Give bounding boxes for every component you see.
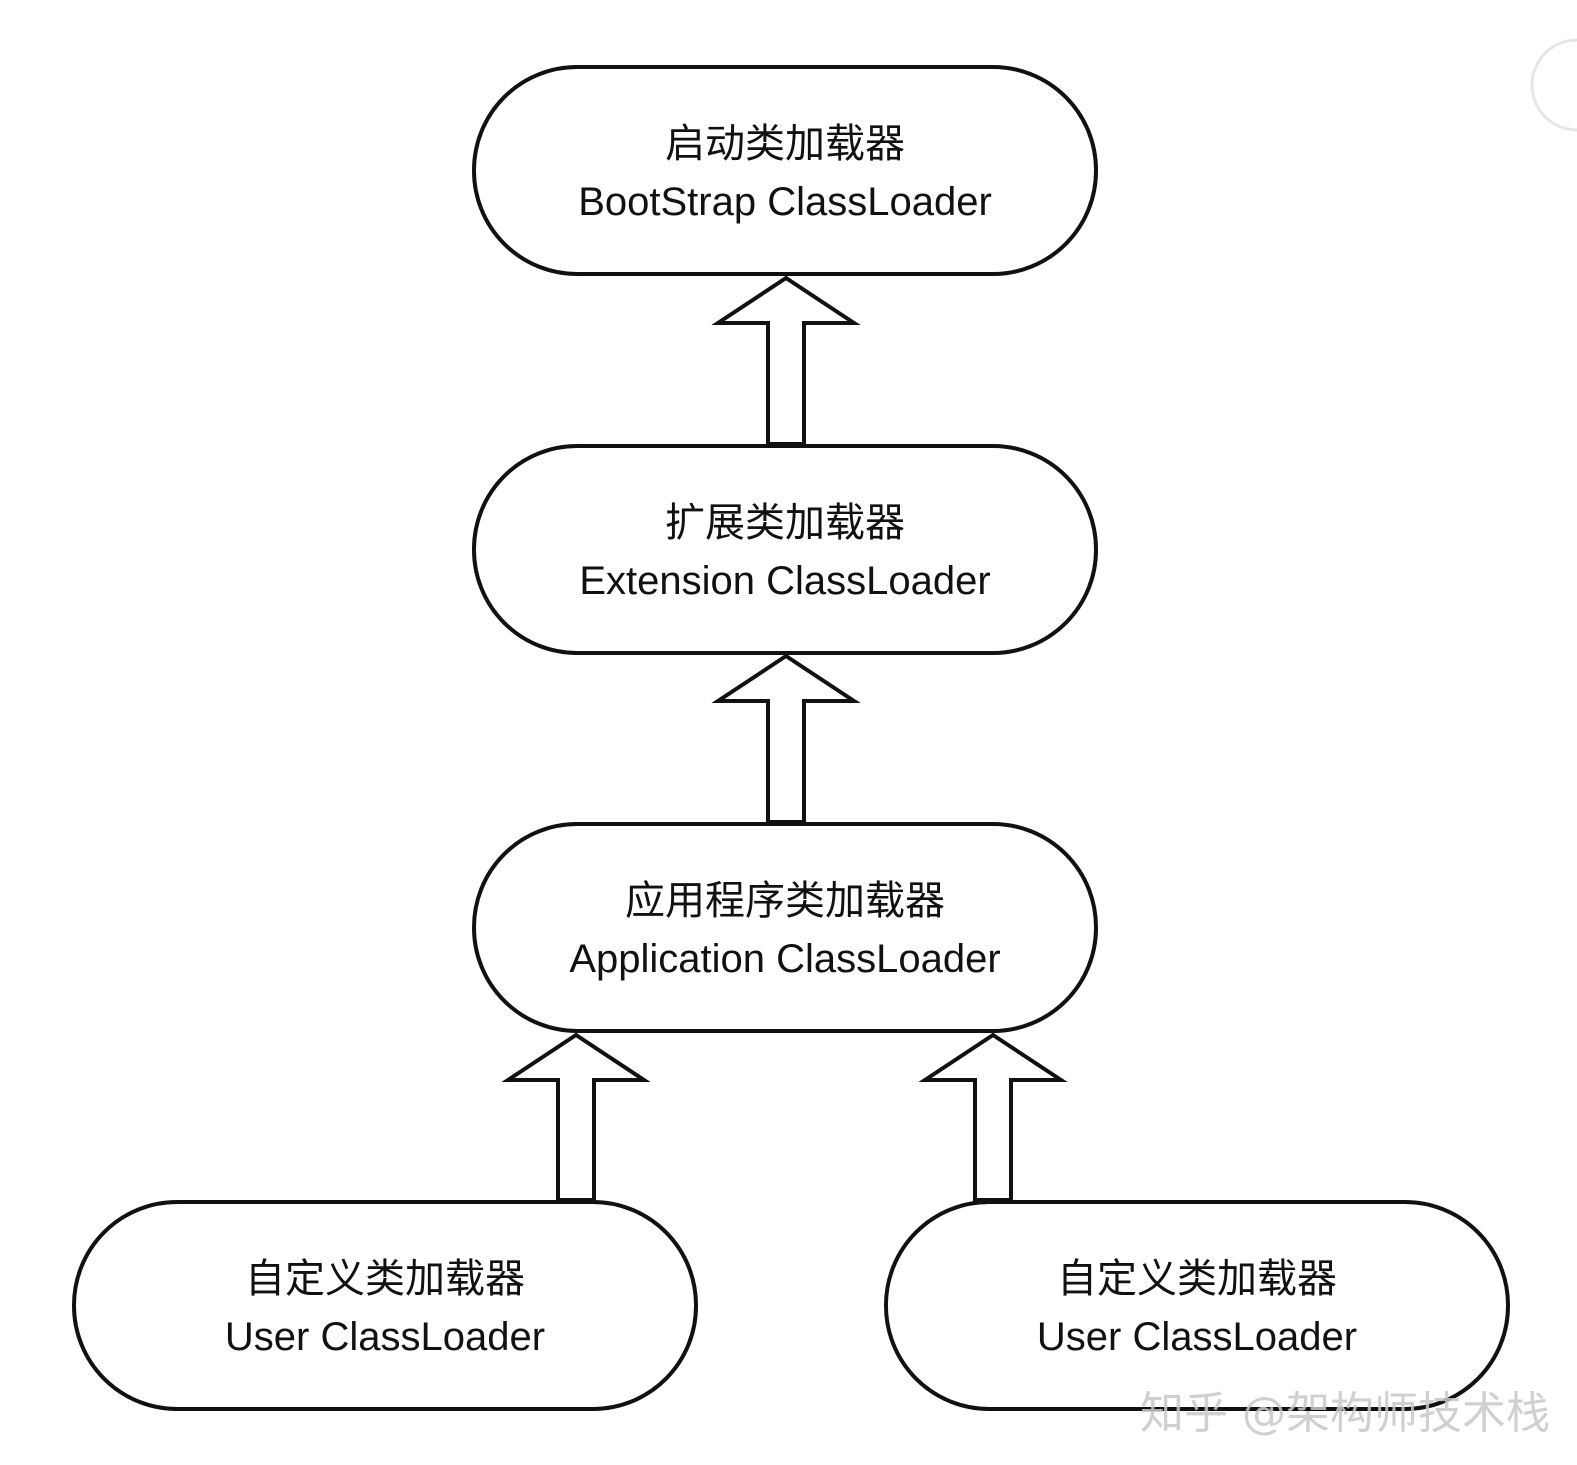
node-label-en: Application ClassLoader bbox=[569, 937, 1000, 981]
node-label-cn: 自定义类加载器 bbox=[245, 1256, 525, 1302]
edge-user-left-to-application bbox=[501, 1032, 651, 1202]
inheritance-arrow-icon bbox=[711, 275, 861, 446]
node-label-cn: 自定义类加载器 bbox=[1057, 1256, 1337, 1302]
node-application-classloader: 应用程序类加载器 Application ClassLoader bbox=[472, 822, 1098, 1033]
edge-extension-to-bootstrap bbox=[711, 275, 861, 446]
node-label-en: User ClassLoader bbox=[1037, 1315, 1357, 1359]
node-label-cn: 扩展类加载器 bbox=[665, 500, 905, 546]
node-shape bbox=[72, 1200, 698, 1411]
node-label-en: BootStrap ClassLoader bbox=[578, 180, 992, 224]
edge-application-to-extension bbox=[711, 653, 861, 824]
node-label-en: User ClassLoader bbox=[225, 1315, 545, 1359]
edge-user-right-to-application bbox=[918, 1032, 1068, 1202]
inheritance-arrow-icon bbox=[918, 1032, 1068, 1202]
watermark-text: 知乎 @架构师技术栈 bbox=[1140, 1388, 1550, 1439]
node-shape bbox=[472, 444, 1098, 655]
node-shape bbox=[472, 65, 1098, 276]
node-extension-classloader: 扩展类加载器 Extension ClassLoader bbox=[472, 444, 1098, 655]
node-shape bbox=[472, 822, 1098, 1033]
node-label-cn: 启动类加载器 bbox=[665, 121, 905, 167]
node-shape bbox=[884, 1200, 1510, 1411]
node-user-classloader-left: 自定义类加载器 User ClassLoader bbox=[72, 1200, 698, 1411]
corner-circle-mark bbox=[1530, 38, 1577, 132]
inheritance-arrow-icon bbox=[711, 653, 861, 824]
node-label-cn: 应用程序类加载器 bbox=[625, 878, 945, 924]
node-label-en: Extension ClassLoader bbox=[579, 559, 990, 603]
node-user-classloader-right: 自定义类加载器 User ClassLoader bbox=[884, 1200, 1510, 1411]
inheritance-arrow-icon bbox=[501, 1032, 651, 1202]
node-bootstrap-classloader: 启动类加载器 BootStrap ClassLoader bbox=[472, 65, 1098, 276]
